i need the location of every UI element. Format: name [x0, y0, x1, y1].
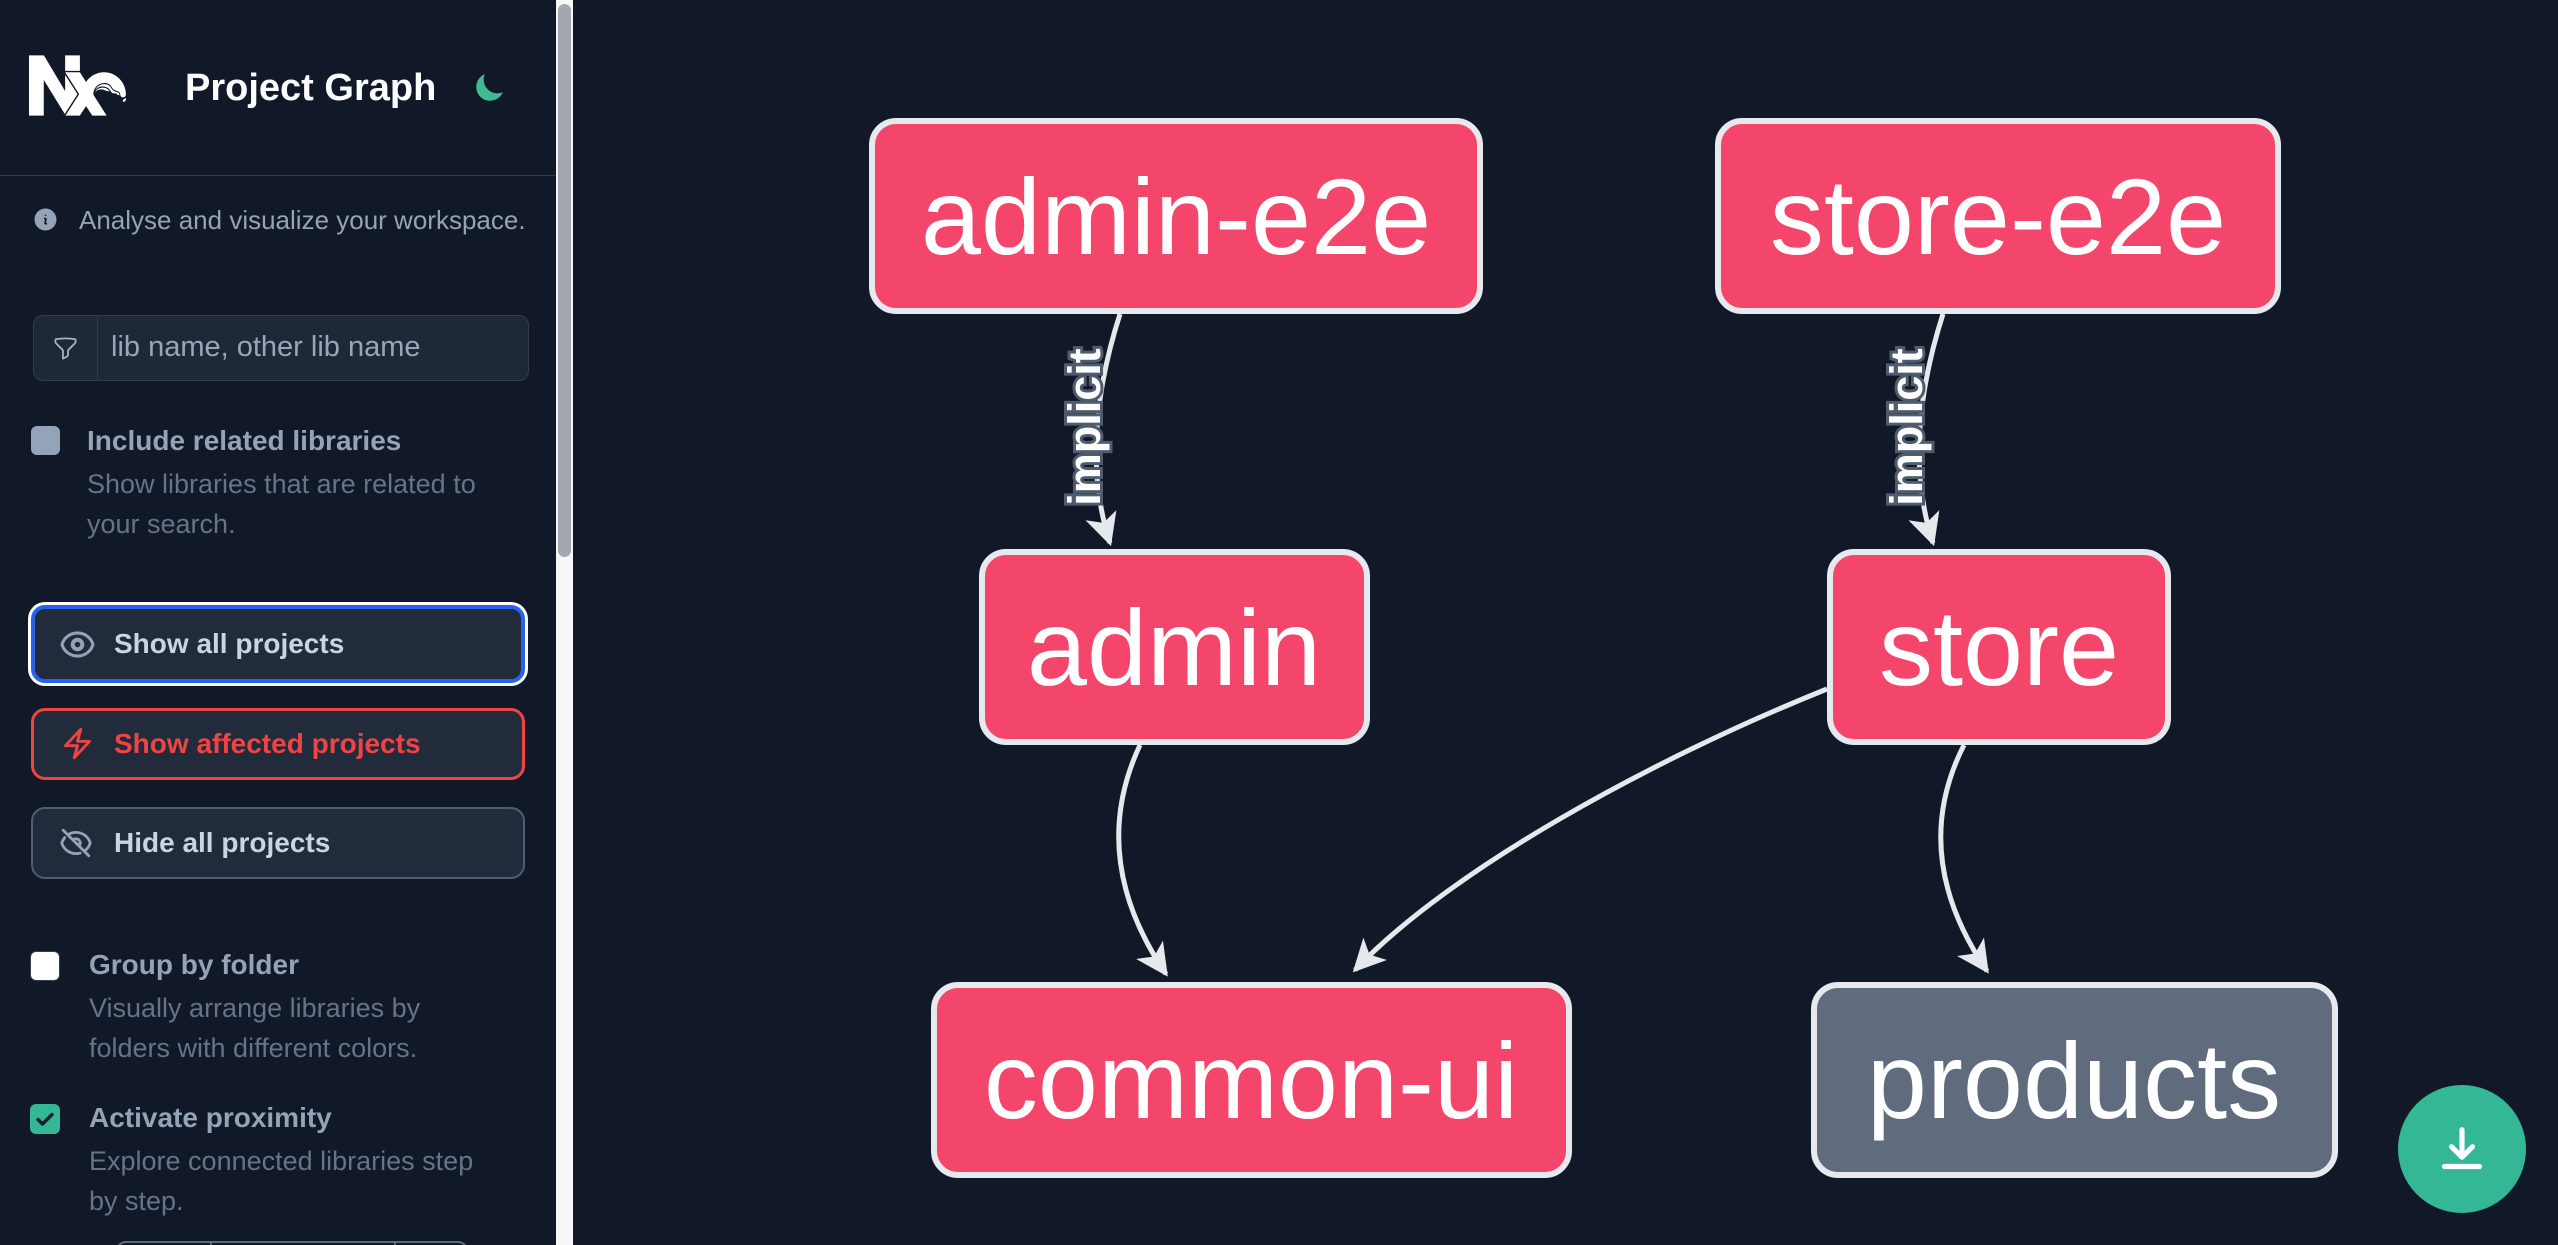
- svg-text:admin: admin: [1027, 587, 1321, 708]
- svg-text:common-ui: common-ui: [984, 1020, 1518, 1141]
- svg-text:store: store: [1879, 587, 2119, 708]
- svg-text:products: products: [1867, 1020, 2281, 1141]
- svg-text:admin-e2e: admin-e2e: [921, 156, 1431, 277]
- svg-text:store-e2e: store-e2e: [1770, 156, 2226, 277]
- svg-text:implicit: implicit: [1881, 348, 1932, 506]
- svg-text:implicit: implicit: [1059, 348, 1110, 506]
